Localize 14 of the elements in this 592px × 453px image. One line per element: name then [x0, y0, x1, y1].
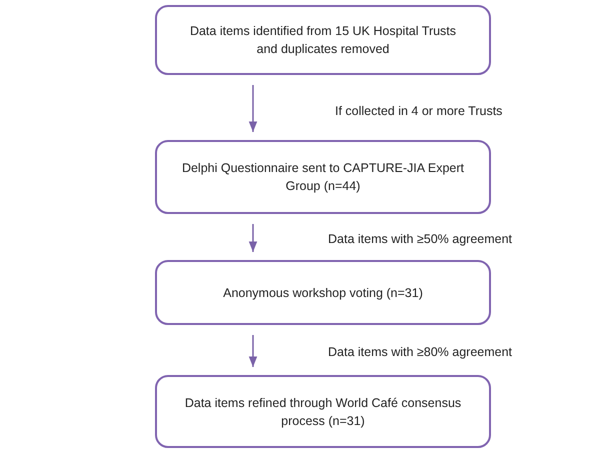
process-box: [155, 375, 491, 448]
step-note: Data items with ≥80% agreement: [328, 345, 512, 359]
box-text: Delphi Questionnaire sent to CAPTURE-JIA Expert Group (n=44): [180, 160, 466, 195]
arrow: [248, 224, 258, 252]
process-box: [155, 140, 491, 214]
process-box: [155, 5, 491, 75]
box-text: Data items refined through World Café consensus process (n=31): [184, 394, 462, 430]
process-box: [155, 260, 491, 325]
step-note: Data items with ≥50% agreement: [328, 232, 512, 246]
box-text: Anonymous workshop voting (n=31): [223, 284, 423, 302]
arrow: [248, 85, 258, 132]
box-text: Data items identified from 15 UK Hospital Trusts and duplicates removed: [188, 23, 458, 58]
step-note: If collected in 4 or more Trusts: [335, 104, 502, 118]
arrow: [248, 335, 258, 367]
